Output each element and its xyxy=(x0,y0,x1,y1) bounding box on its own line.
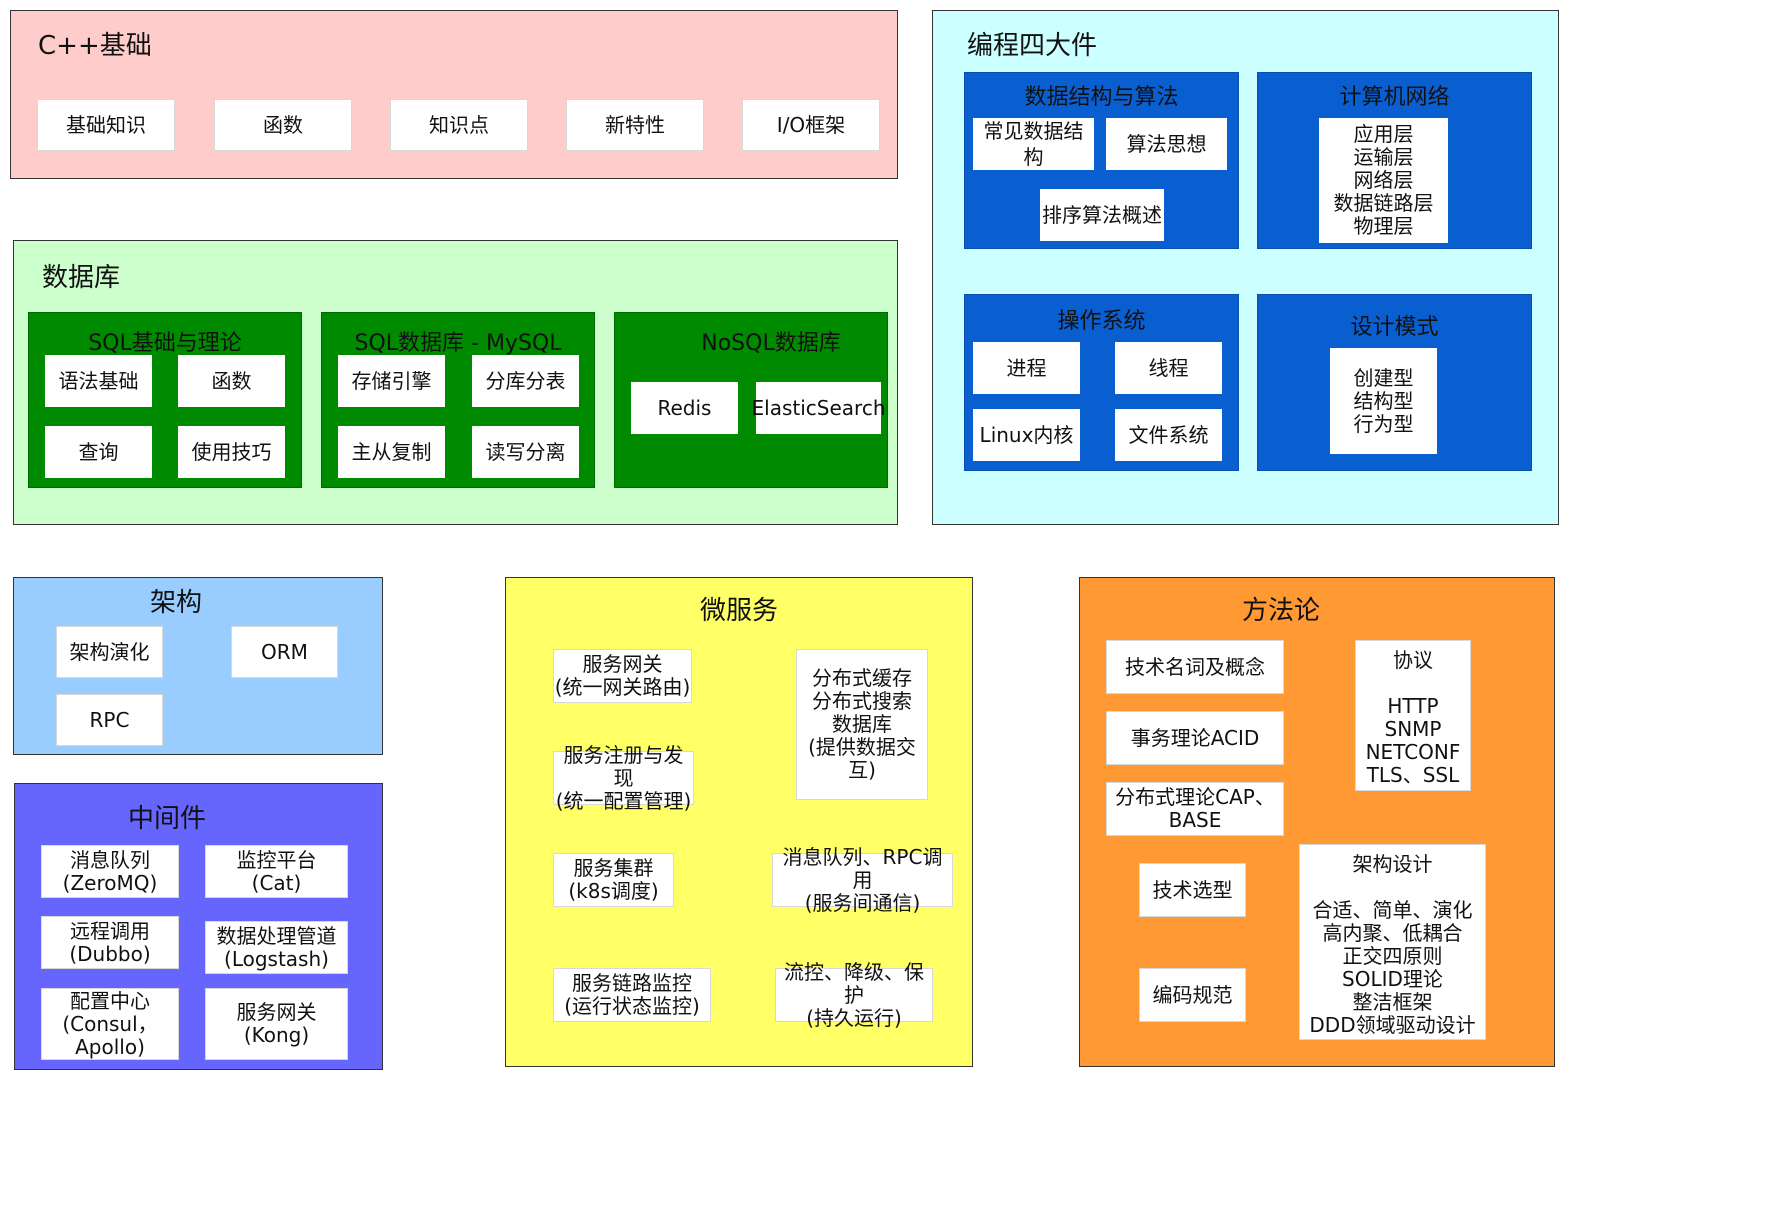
mw-item-gateway: 服务网关 (Kong) xyxy=(205,988,348,1060)
database-title: 数据库 xyxy=(42,263,121,293)
os-group: 操作系统 进程 线程 Linux内核 文件系统 xyxy=(964,294,1239,471)
arch-item-rpc: RPC xyxy=(56,694,163,746)
micro-item-distributed-cache: 分布式缓存 分布式搜索 数据库 (提供数据交 互) xyxy=(796,649,928,800)
microservices-panel: 微服务 服务网关 (统一网关路由) 分布式缓存 分布式搜索 数据库 (提供数据交… xyxy=(505,577,973,1067)
mysql-group: SQL数据库 - MySQL 存储引擎 分库分表 主从复制 读写分离 xyxy=(321,312,595,488)
microservices-title: 微服务 xyxy=(700,596,779,626)
mw-item-config-center: 配置中心 (Consul， Apollo) xyxy=(41,988,179,1060)
nosql-item-elasticsearch: ElasticSearch xyxy=(752,382,886,434)
mw-item-message-queue: 消息队列 (ZeroMQ) xyxy=(41,845,179,898)
os-item-linux-kernel: Linux内核 xyxy=(973,409,1080,461)
programming-essentials-title: 编程四大件 xyxy=(967,31,1098,61)
methodology-panel: 方法论 技术名词及概念 协议 HTTP SNMP NETCONF TLS、SSL… xyxy=(1079,577,1555,1067)
sql-item-syntax: 语法基础 xyxy=(45,355,152,407)
sql-basics-group: SQL基础与理论 语法基础 函数 查询 使用技巧 xyxy=(28,312,302,488)
nosql-title: NoSQL数据库 xyxy=(701,331,841,356)
network-title: 计算机网络 xyxy=(1339,85,1450,110)
design-patterns-group: 设计模式 创建型 结构型 行为型 xyxy=(1257,294,1532,471)
mysql-title: SQL数据库 - MySQL xyxy=(354,331,562,356)
arch-item-evolution: 架构演化 xyxy=(56,626,163,678)
method-item-protocols: 协议 HTTP SNMP NETCONF TLS、SSL xyxy=(1355,640,1471,791)
middleware-title: 中间件 xyxy=(128,804,207,834)
nosql-item-redis: Redis xyxy=(631,382,738,434)
mysql-item-sharding: 分库分表 xyxy=(472,355,579,407)
mysql-item-replication: 主从复制 xyxy=(338,426,445,478)
dsa-item-algorithms: 算法思想 xyxy=(1106,118,1227,170)
methodology-title: 方法论 xyxy=(1242,596,1321,626)
mw-item-monitoring: 监控平台 (Cat) xyxy=(205,845,348,898)
os-item-process: 进程 xyxy=(973,342,1080,394)
arch-item-orm: ORM xyxy=(231,626,338,678)
method-item-cap: 分布式理论CAP、 BASE xyxy=(1106,782,1284,836)
mw-item-rpc: 远程调用 (Dubbo) xyxy=(41,916,179,969)
network-layers: 应用层 运输层 网络层 数据链路层 物理层 xyxy=(1319,118,1448,243)
dsa-group: 数据结构与算法 常见数据结构 算法思想 排序算法概述 xyxy=(964,72,1239,249)
sql-item-functions: 函数 xyxy=(178,355,285,407)
os-title: 操作系统 xyxy=(1057,309,1146,334)
design-pattern-types: 创建型 结构型 行为型 xyxy=(1330,348,1437,454)
micro-item-cluster: 服务集群 (k8s调度) xyxy=(553,853,674,907)
sql-item-query: 查询 xyxy=(45,426,152,478)
micro-item-registry: 服务注册与发现 (统一配置管理) xyxy=(553,743,694,812)
micro-item-messaging: 消息队列、RPC调用 (服务间通信) xyxy=(772,845,953,914)
programming-essentials-panel: 编程四大件 数据结构与算法 常见数据结构 算法思想 排序算法概述 计算机网络 应… xyxy=(932,10,1559,525)
cpp-basics-title: C++基础 xyxy=(38,31,152,61)
method-item-arch-design: 架构设计 合适、简单、演化 高内聚、低耦合 正交四原则 SOLID理论 整洁框架… xyxy=(1299,844,1486,1040)
architecture-panel: 架构 架构演化 ORM RPC xyxy=(13,577,383,755)
cpp-item-basics: 基础知识 xyxy=(37,99,175,151)
os-item-filesystem: 文件系统 xyxy=(1115,409,1222,461)
cpp-item-knowledge: 知识点 xyxy=(390,99,528,151)
micro-item-tracing: 服务链路监控 (运行状态监控) xyxy=(553,968,711,1022)
method-item-tech-selection: 技术选型 xyxy=(1139,863,1246,917)
sql-item-tips: 使用技巧 xyxy=(178,426,285,478)
method-item-coding-standards: 编码规范 xyxy=(1139,968,1246,1022)
database-panel: 数据库 SQL基础与理论 语法基础 函数 查询 使用技巧 SQL数据库 - My… xyxy=(13,240,898,525)
micro-item-gateway: 服务网关 (统一网关路由) xyxy=(553,649,692,703)
mysql-item-engine: 存储引擎 xyxy=(338,355,445,407)
os-item-thread: 线程 xyxy=(1115,342,1222,394)
network-group: 计算机网络 应用层 运输层 网络层 数据链路层 物理层 xyxy=(1257,72,1532,249)
method-item-terminology: 技术名词及概念 xyxy=(1106,640,1284,694)
cpp-item-io-framework: I/O框架 xyxy=(742,99,880,151)
dsa-item-sorting: 排序算法概述 xyxy=(1040,189,1164,241)
middleware-panel: 中间件 消息队列 (ZeroMQ) 监控平台 (Cat) 远程调用 (Dubbo… xyxy=(14,783,383,1070)
cpp-item-functions: 函数 xyxy=(214,99,352,151)
mw-item-data-pipeline: 数据处理管道 (Logstash) xyxy=(205,921,348,974)
sql-basics-title: SQL基础与理论 xyxy=(88,331,242,356)
cpp-basics-panel: C++基础 基础知识 函数 知识点 新特性 I/O框架 xyxy=(10,10,898,179)
nosql-group: NoSQL数据库 Redis ElasticSearch xyxy=(614,312,888,488)
design-patterns-title: 设计模式 xyxy=(1350,315,1439,340)
cpp-item-new-features: 新特性 xyxy=(566,99,704,151)
method-item-acid: 事务理论ACID xyxy=(1106,711,1284,765)
micro-item-flow-control: 流控、降级、保护 (持久运行) xyxy=(775,960,933,1029)
architecture-title: 架构 xyxy=(150,588,203,618)
mysql-item-rw-split: 读写分离 xyxy=(472,426,579,478)
dsa-item-data-structures: 常见数据结构 xyxy=(973,118,1094,170)
dsa-title: 数据结构与算法 xyxy=(1024,85,1179,110)
